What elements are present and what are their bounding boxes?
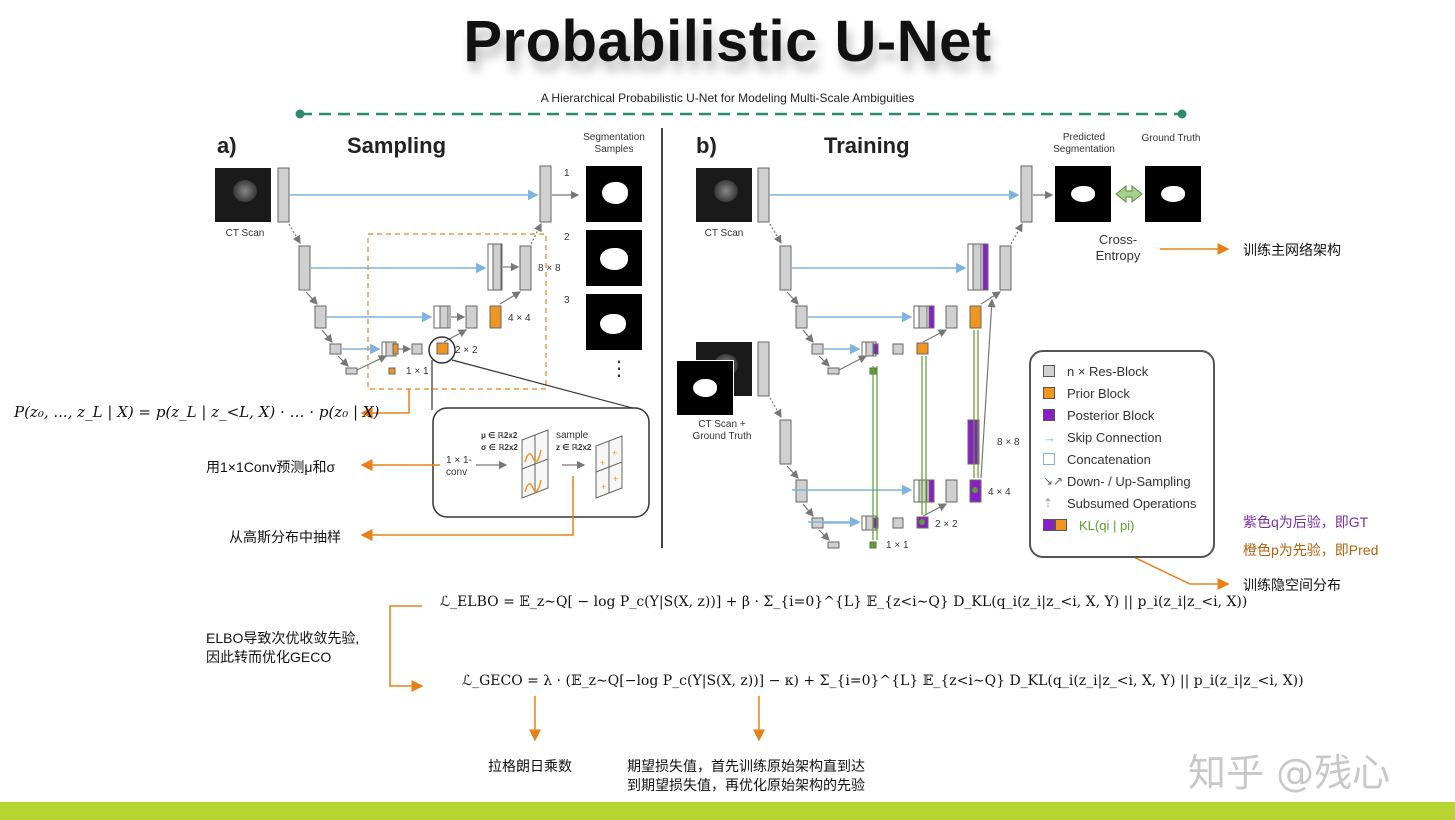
segmentation-sample-3: [586, 294, 642, 350]
legend-item-res-block: n × Res-Block: [1043, 360, 1213, 382]
svg-text:+: +: [600, 458, 605, 468]
legend-item-updown: ↘↗ Down- / Up-Sampling: [1043, 470, 1213, 492]
panel-a-letter: a): [217, 133, 237, 158]
legend-label: Down- / Up-Sampling: [1067, 473, 1191, 489]
legend-label: KL(qi | pi): [1079, 517, 1135, 533]
ct-gt-label: CT Scan + Ground Truth: [692, 419, 752, 442]
res-label-4x4-a: 4 × 4: [508, 313, 531, 324]
train-main-note: 训练主网络架构: [1243, 242, 1341, 258]
segmentation-sample-1: [586, 166, 642, 222]
legend-item-kl: KL(qi | pi): [1043, 514, 1213, 536]
panel-b-letter: b): [696, 133, 717, 158]
posterior-q-note: 紫色q为后验，即GT: [1243, 514, 1369, 530]
page-subtitle: A Hierarchical Probabilistic U-Net for M…: [540, 91, 915, 105]
concat-icon: [1043, 453, 1055, 465]
ct-scan-label-b: CT Scan: [704, 228, 744, 239]
cross-entropy-label: Cross- Entropy: [1095, 232, 1141, 263]
legend-item-prior-block: Prior Block: [1043, 382, 1213, 404]
ct-scan-label-a: CT Scan: [225, 228, 265, 239]
legend-label: Prior Block: [1067, 385, 1130, 401]
updown-arrow-icon: ↘↗: [1043, 474, 1064, 488]
segmentation-sample-2: [586, 230, 642, 286]
prior-block-icon: [1043, 387, 1055, 399]
expect-note-line1: 期望损失值，首先训练原始架构直到达: [627, 758, 865, 774]
panel-b-title: Training: [824, 133, 910, 158]
legend-label: Skip Connection: [1067, 429, 1162, 445]
legend: n × Res-Block Prior Block Posterior Bloc…: [1029, 350, 1215, 558]
title-divider: [295, 109, 1187, 119]
legend-item-concat: Concatenation: [1043, 448, 1213, 470]
svg-text:+: +: [612, 448, 617, 458]
ct-scan-image-a: [215, 168, 271, 222]
expect-note-line2: 到期望损失值，再优化原始架构的先验: [627, 777, 865, 793]
subsumed-arrow-icon: ⇡: [1043, 496, 1054, 510]
geco-formula: ℒ_GECO = λ · (𝔼_z∼Q[−log P_c(Y|S(X, z))]…: [462, 673, 1304, 689]
likelihood-formula: P(z₀, ..., z_L | X) = p(z_L | z_<L, X) ·…: [14, 403, 380, 421]
svg-text:+: +: [601, 482, 606, 492]
legend-label: n × Res-Block: [1067, 363, 1149, 379]
posterior-block-icon: [1043, 409, 1055, 421]
legend-label: Concatenation: [1067, 451, 1151, 467]
kl-icon: [1043, 519, 1067, 531]
legend-item-subsumed: ⇡ Subsumed Operations: [1043, 492, 1213, 514]
inset-conv-label: 1 × 1- conv: [446, 455, 472, 478]
legend-item-skip: → Skip Connection: [1043, 426, 1213, 448]
ct-scan-image-b: [696, 168, 752, 222]
ground-truth-image: [1145, 166, 1201, 222]
predicted-segmentation-image: [1055, 166, 1111, 222]
pred-seg-header: Predicted Segmentation: [1053, 132, 1115, 155]
res-label-1x1-a: 1 × 1: [406, 366, 429, 377]
inset-sample-label: sample: [556, 430, 589, 441]
inset-z-label: z ∈ ℝ2x2: [556, 443, 592, 452]
skip-arrow-icon: →: [1043, 429, 1056, 445]
footer-bar: [0, 802, 1455, 820]
elbo-note-line2: 因此转而优化GECO: [206, 649, 332, 665]
page-title: Probabilistic U-Net: [463, 9, 992, 74]
res-label-2x2-a: 2 × 2: [455, 345, 478, 356]
inset-sigma-label: σ ∈ ℝ2x2: [481, 443, 518, 452]
svg-text:+: +: [613, 474, 618, 484]
seg-samples-header: Segmentation Samples: [583, 132, 645, 155]
inset-mu-label: μ ∈ ℝ2x2: [481, 431, 518, 440]
res-label-2x2-b: 2 × 2: [935, 519, 958, 530]
res-label-8x8-b: 8 × 8: [997, 437, 1020, 448]
elbo-formula: ℒ_ELBO = 𝔼_z∼Q[ − log P_c(Y|S(X, z))] + …: [440, 594, 1248, 610]
legend-item-posterior-block: Posterior Block: [1043, 404, 1213, 426]
train-latent-note: 训练隐空间分布: [1243, 577, 1341, 593]
prior-p-note: 橙色p为先验，即Pred: [1243, 542, 1379, 558]
panel-a-title: Sampling: [347, 133, 447, 158]
sample-number-1: 1: [564, 168, 570, 179]
more-samples-ellipsis: ⋮: [609, 358, 629, 380]
ground-truth-overlay-image: [676, 360, 734, 416]
sample-number-3: 3: [564, 295, 570, 306]
sample-number-2: 2: [564, 232, 570, 243]
legend-label: Posterior Block: [1067, 407, 1155, 423]
elbo-note-line1: ELBO导致次优收敛先验,: [206, 630, 360, 646]
lagrange-note: 拉格朗日乘数: [488, 758, 572, 774]
sample-note: 从高斯分布中抽样: [229, 529, 341, 545]
res-block-icon: [1043, 365, 1055, 377]
legend-label: Subsumed Operations: [1067, 495, 1197, 511]
watermark: 知乎 @残心: [1188, 751, 1391, 795]
res-label-1x1-b: 1 × 1: [886, 540, 909, 551]
res-label-8x8-a: 8 × 8: [538, 263, 561, 274]
res-label-4x4-b: 4 × 4: [988, 487, 1011, 498]
ground-truth-header: Ground Truth: [1141, 133, 1201, 144]
conv-note: 用1×1Conv预测μ和σ: [206, 459, 336, 475]
panel-divider: [661, 128, 663, 548]
